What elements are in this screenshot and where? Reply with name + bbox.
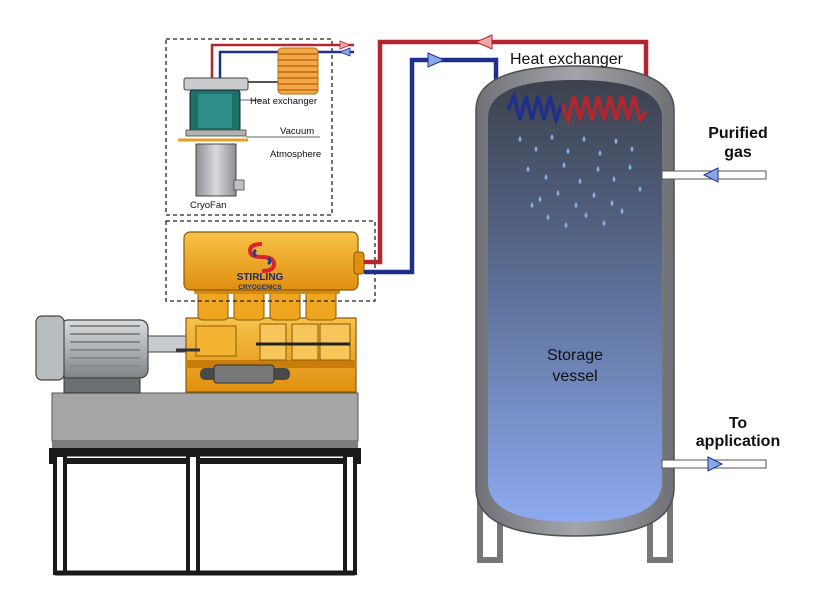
liquid-droplet-icon	[630, 146, 634, 152]
inset-coil-heat-exchanger	[277, 47, 319, 95]
base-frame	[49, 392, 361, 576]
flow-arrow-icon	[707, 456, 724, 472]
liquid-droplet-icon	[614, 138, 618, 144]
inset-atmosphere-label: Atmosphere	[270, 149, 321, 160]
purified-gas-inlet	[661, 167, 767, 183]
cylinder-heads	[194, 288, 340, 321]
hot-line	[364, 39, 649, 265]
to-application-label-line1: To	[729, 415, 748, 432]
flow-arrow-icon	[338, 40, 352, 57]
heat-exchanger-label: Heat exchanger	[510, 51, 624, 68]
liquid-droplet-icon	[550, 134, 554, 140]
liquid-droplet-icon	[584, 212, 588, 218]
liquid-droplet-icon	[620, 208, 624, 214]
storage-vessel-label-line1: Storage	[547, 347, 603, 364]
liquid-droplet-icon	[566, 148, 570, 154]
liquid-droplet-icon	[612, 176, 616, 182]
to-application-outlet	[661, 456, 767, 472]
liquid-droplet-icon	[562, 162, 566, 168]
liquid-droplet-icon	[596, 166, 600, 172]
vessel-heat-exchanger-coil	[506, 90, 648, 126]
cryofan-inset: Heat exchanger Vacuum Atmosphere CryoFan	[165, 38, 354, 216]
brand-name-line2: CRYOGENICS	[238, 284, 282, 291]
liquid-droplet-icon	[592, 192, 596, 198]
liquid-droplets	[518, 134, 642, 228]
electric-motor	[35, 315, 187, 394]
liquid-droplet-icon	[610, 200, 614, 206]
liquid-droplet-icon	[534, 146, 538, 152]
liquid-droplet-icon	[526, 166, 530, 172]
liquid-droplet-icon	[602, 220, 606, 226]
liquid-droplet-icon	[544, 174, 548, 180]
liquid-droplet-icon	[574, 202, 578, 208]
purified-gas-label-line1: Purified	[708, 125, 768, 142]
liquid-droplet-icon	[638, 186, 642, 192]
liquid-droplet-icon	[556, 190, 560, 196]
inset-heat-exchanger-label: Heat exchanger	[250, 96, 317, 107]
to-application-label-line2: application	[696, 433, 780, 450]
liquid-droplet-icon	[538, 196, 542, 202]
stirling-s-logo-icon	[247, 242, 277, 273]
flow-arrow-icon	[702, 167, 719, 183]
purified-gas-label-line2: gas	[724, 144, 752, 161]
liquid-droplet-icon	[598, 150, 602, 156]
storage-vessel-label-line2: vessel	[552, 368, 597, 385]
flow-arrow-icon	[427, 52, 446, 68]
inset-cryofan-label: CryoFan	[190, 200, 226, 211]
liquid-droplet-icon	[564, 222, 568, 228]
stirling-cryogenerator: STIRLING CRYOGENICS	[176, 231, 365, 393]
flow-arrow-icon	[474, 34, 493, 50]
brand-name-line1: STIRLING	[237, 272, 284, 283]
liquid-droplet-icon	[628, 164, 632, 170]
inset-vacuum-label: Vacuum	[280, 126, 314, 137]
liquid-droplet-icon	[546, 214, 550, 220]
liquid-droplet-icon	[582, 136, 586, 142]
liquid-droplet-icon	[518, 136, 522, 142]
storage-vessel	[475, 65, 675, 563]
liquid-droplet-icon	[530, 202, 534, 208]
liquid-droplet-icon	[578, 178, 582, 184]
